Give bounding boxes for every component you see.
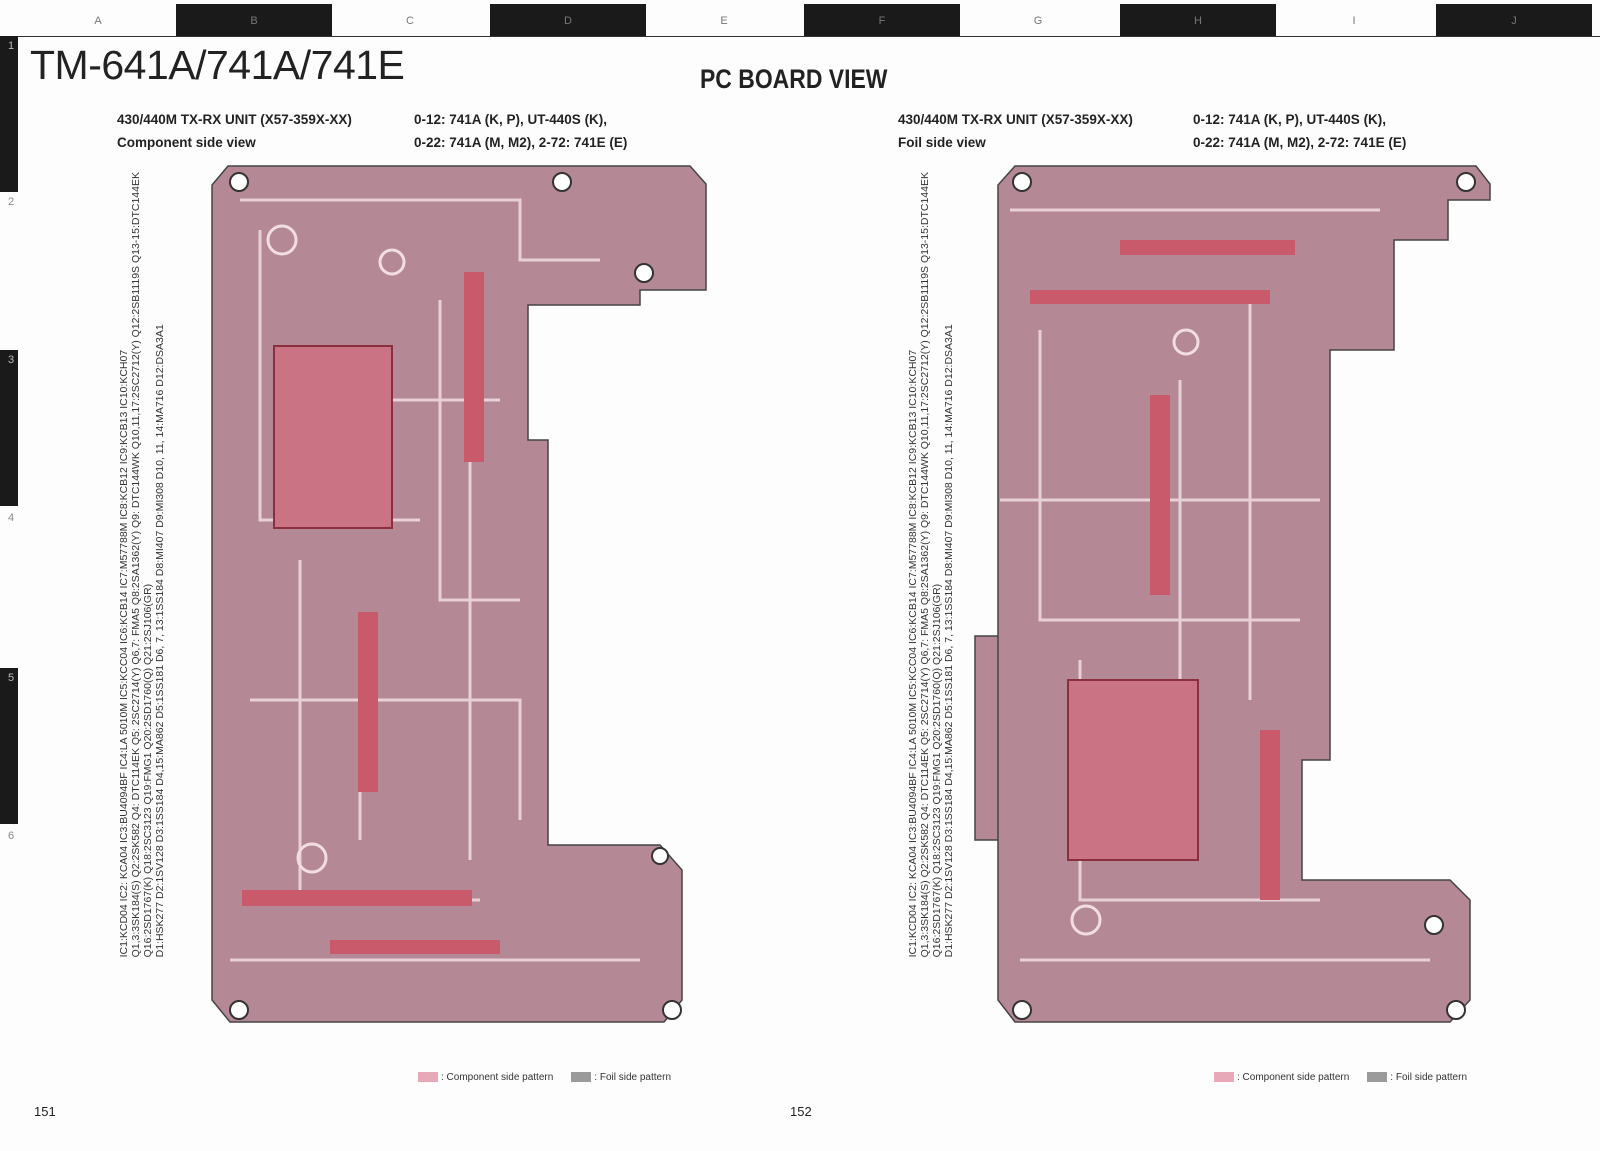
legend-label: : Foil side pattern — [1390, 1072, 1468, 1083]
col-g: G — [1033, 15, 1043, 27]
legend-foil: : Foil side pattern — [1367, 1072, 1467, 1083]
unit-name: 430/440M TX-RX UNIT (X57-359X-XX) — [898, 112, 1133, 127]
component-swatch-icon — [418, 1072, 438, 1083]
left-destinations: 0-12: 741A (K, P), UT-440S (K), 0-22: 74… — [414, 108, 627, 154]
legend-label: : Component side pattern — [1237, 1072, 1350, 1083]
component-swatch-icon — [1214, 1072, 1234, 1083]
row-1: 1 — [0, 36, 18, 192]
col-j: J — [1436, 4, 1592, 36]
row-4: 4 — [8, 512, 15, 524]
col-b: B — [176, 4, 332, 36]
left-unit-header: 430/440M TX-RX UNIT (X57-359X-XX) Compon… — [117, 108, 352, 154]
view-label: Foil side view — [898, 135, 986, 150]
destination-line: 0-22: 741A (M, M2), 2-72: 741E (E) — [1193, 135, 1407, 150]
row-3: 3 — [0, 350, 18, 506]
section-title: PC BOARD VIEW — [700, 64, 888, 94]
col-c: C — [406, 15, 414, 27]
col-a: A — [94, 15, 102, 27]
model-title: TM-641A/741A/741E — [30, 42, 405, 88]
column-ruler: A B C D E F G H I J — [0, 0, 1600, 37]
left-pcb-board — [211, 165, 707, 1023]
unit-name: 430/440M TX-RX UNIT (X57-359X-XX) — [117, 112, 352, 127]
legend-component: : Component side pattern — [418, 1072, 553, 1083]
row-5: 5 — [0, 668, 18, 824]
row-6: 6 — [8, 830, 15, 842]
right-destinations: 0-12: 741A (K, P), UT-440S (K), 0-22: 74… — [1193, 108, 1406, 154]
page-number-left: 151 — [34, 1104, 56, 1119]
col-e: E — [720, 15, 728, 27]
row-2: 2 — [8, 196, 15, 208]
col-f: F — [804, 4, 960, 36]
foil-swatch-icon — [571, 1072, 592, 1083]
col-i: I — [1352, 15, 1356, 27]
col-h: H — [1120, 4, 1276, 36]
destination-line: 0-12: 741A (K, P), UT-440S (K), — [1193, 112, 1387, 127]
destination-line: 0-22: 741A (M, M2), 2-72: 741E (E) — [414, 135, 628, 150]
right-legend: : Component side pattern : Foil side pat… — [1214, 1072, 1467, 1083]
right-pcb-board — [974, 165, 1491, 1023]
foil-swatch-icon — [1367, 1072, 1388, 1083]
left-legend: : Component side pattern : Foil side pat… — [418, 1072, 671, 1083]
page-number-right: 152 — [790, 1104, 812, 1119]
legend-label: : Foil side pattern — [594, 1072, 672, 1083]
view-label: Component side view — [117, 135, 256, 150]
legend-foil: : Foil side pattern — [571, 1072, 671, 1083]
col-d: D — [490, 4, 646, 36]
legend-component: : Component side pattern — [1214, 1072, 1349, 1083]
right-unit-header: 430/440M TX-RX UNIT (X57-359X-XX) Foil s… — [898, 108, 1133, 154]
destination-line: 0-12: 741A (K, P), UT-440S (K), — [414, 112, 608, 127]
legend-label: : Component side pattern — [441, 1072, 554, 1083]
